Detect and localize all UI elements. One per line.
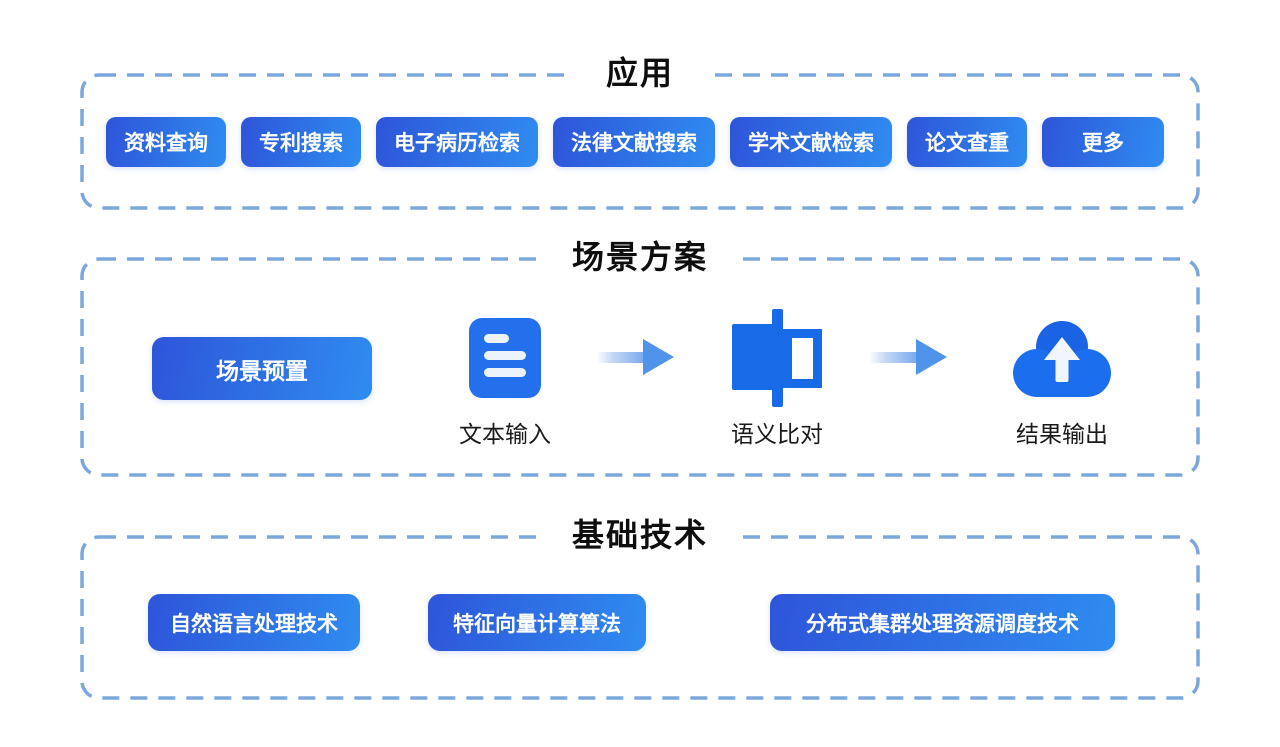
chip-emr-search[interactable]: 电子病历检索 xyxy=(376,117,538,167)
step-label: 文本输入 xyxy=(459,421,551,447)
chip-more[interactable]: 更多 xyxy=(1042,117,1164,167)
technology-panel: 基础技术 自然语言处理技术 特征向量计算算法 分布式集群处理资源调度技术 xyxy=(80,512,1200,700)
step-semantic-compare: 语义比对 xyxy=(692,307,862,449)
flow-arrow-icon xyxy=(869,339,947,375)
scenario-panel: 场景方案 场景预置 文本输入 xyxy=(80,234,1200,477)
step-label: 语义比对 xyxy=(731,421,823,447)
applications-panel: 应用 资料查询 专利搜索 电子病历检索 法律文献搜索 学术文献检索 论文查重 更… xyxy=(80,50,1200,210)
chip-patent-search[interactable]: 专利搜索 xyxy=(241,117,361,167)
chip-plagiarism-check[interactable]: 论文查重 xyxy=(907,117,1027,167)
step-label: 结果输出 xyxy=(1016,421,1108,447)
semantic-compare-icon xyxy=(732,307,822,409)
tech-chip-nlp[interactable]: 自然语言处理技术 xyxy=(148,594,360,651)
chip-data-query[interactable]: 资料查询 xyxy=(106,117,226,167)
applications-title: 应用 xyxy=(573,50,707,96)
cloud-upload-icon xyxy=(1012,307,1112,409)
tech-chip-feature-vector[interactable]: 特征向量计算算法 xyxy=(428,594,646,651)
scene-preset-button[interactable]: 场景预置 xyxy=(152,337,372,400)
chip-academic-doc-search[interactable]: 学术文献检索 xyxy=(730,117,892,167)
flow-arrow-icon xyxy=(596,339,674,375)
scenario-title: 场景方案 xyxy=(539,234,741,280)
chip-legal-doc-search[interactable]: 法律文献搜索 xyxy=(553,117,715,167)
step-result-output: 结果输出 xyxy=(977,307,1147,449)
applications-chip-row: 资料查询 专利搜索 电子病历检索 法律文献搜索 学术文献检索 论文查重 更多 xyxy=(106,117,1164,167)
tech-chip-distributed-scheduling[interactable]: 分布式集群处理资源调度技术 xyxy=(770,594,1115,651)
technology-title: 基础技术 xyxy=(539,512,741,558)
step-text-input: 文本输入 xyxy=(420,307,590,449)
document-text-icon xyxy=(469,307,541,409)
